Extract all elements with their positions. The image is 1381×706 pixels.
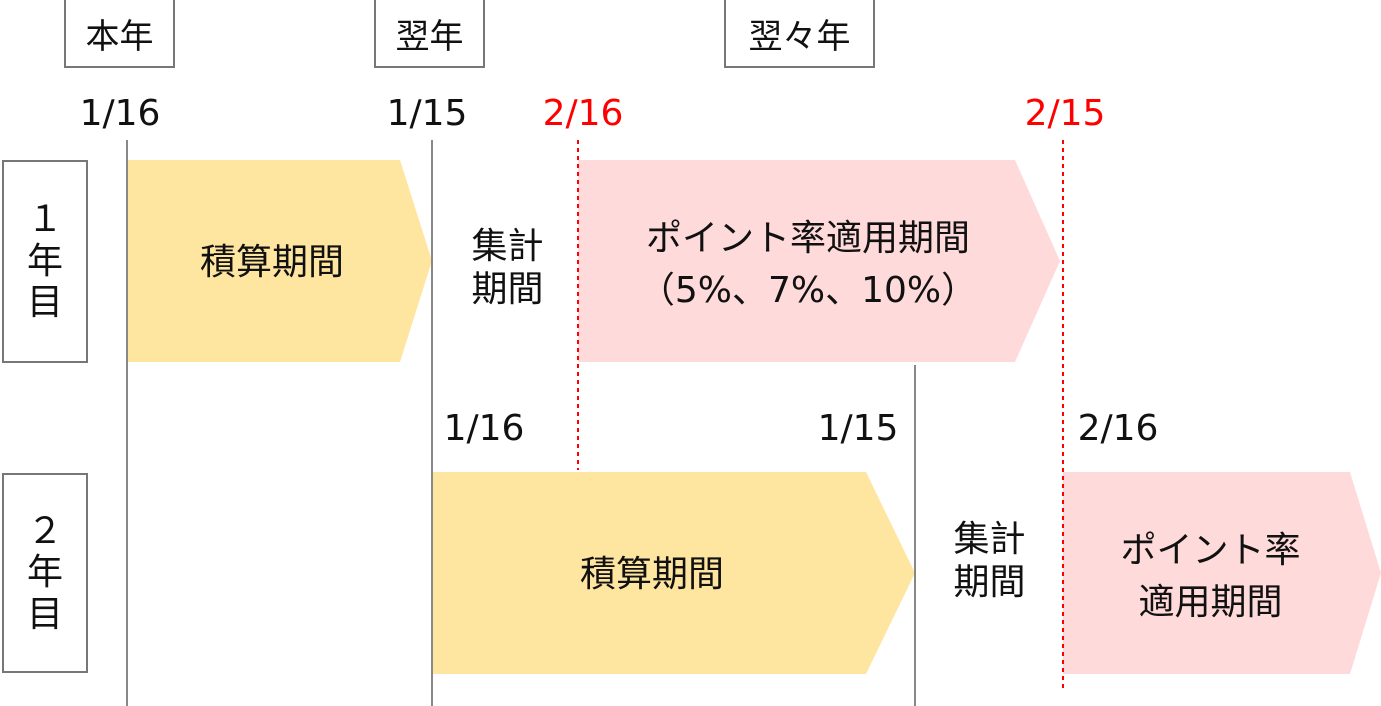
date-label: 1/16: [443, 408, 525, 449]
date-label: 1/15: [386, 93, 468, 134]
row2-accumulation-arrow: [432, 472, 915, 674]
row-label-char: 年: [26, 240, 63, 282]
application-period-label: ポイント率適用期間（5%、7%、10%）: [638, 218, 978, 312]
tally-period-label: 集計期間: [953, 519, 1026, 604]
row2-application-arrow: [1063, 472, 1381, 674]
row1-accumulation-arrow: [127, 160, 432, 362]
application-period-label: ポイント率適用期間: [1120, 530, 1301, 624]
row-label-char: 目: [26, 593, 63, 635]
date-label: 2/16: [1077, 408, 1159, 449]
deadline-date-label: 2/16: [542, 93, 624, 134]
row-label-char: 年: [26, 552, 63, 594]
row-label-year2: ２ 年 目: [2, 473, 88, 673]
year-this-year: 本年: [64, 0, 175, 68]
date-label: 1/16: [79, 93, 161, 134]
tally-period-label: 集計期間: [471, 226, 544, 311]
row-label-char: 目: [26, 282, 63, 324]
row-label-year1: １ 年 目: [2, 160, 88, 363]
accumulation-period-label: 積算期間: [199, 242, 344, 283]
deadline-date-label: 2/15: [1024, 93, 1106, 134]
row-label-char: １: [26, 199, 63, 241]
date-label: 1/15: [817, 408, 899, 449]
year-next-year: 翌年: [374, 0, 485, 68]
accumulation-period-label: 積算期間: [579, 554, 724, 595]
year-year-after-next: 翌々年: [724, 0, 875, 68]
row1-application-arrow: [578, 160, 1060, 362]
row-label-char: ２: [26, 510, 63, 552]
